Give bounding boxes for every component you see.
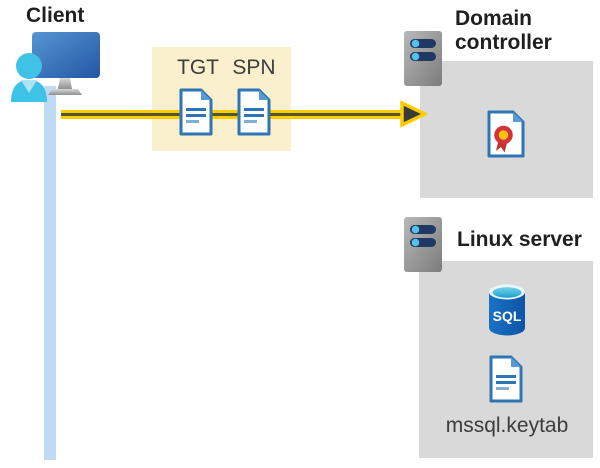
client-label: Client	[26, 4, 85, 27]
client-icon	[11, 32, 100, 102]
auth-request-arrowhead-icon	[400, 100, 427, 128]
keytab-filename-label: mssql.keytab	[445, 414, 569, 437]
sql-icon-label: SQL	[493, 308, 522, 324]
domain-controller-label: Domain controller	[455, 7, 552, 54]
tgt-document-icon	[179, 88, 213, 136]
person-icon	[11, 53, 47, 102]
auth-request-arrow-line	[61, 110, 402, 119]
linux-server-icon	[404, 217, 442, 272]
certificate-icon	[487, 110, 525, 158]
monitor-icon	[32, 32, 100, 78]
tgt-label: TGT	[177, 56, 219, 79]
client-connection-line	[44, 86, 56, 460]
linux-server-label: Linux server	[457, 228, 582, 251]
domain-controller-server-icon	[404, 31, 442, 86]
sql-database-icon: SQL	[489, 284, 525, 336]
keytab-document-icon	[489, 355, 523, 403]
spn-label: SPN	[232, 56, 276, 79]
auth-request-arrow-core	[61, 113, 402, 116]
spn-document-icon	[237, 88, 271, 136]
